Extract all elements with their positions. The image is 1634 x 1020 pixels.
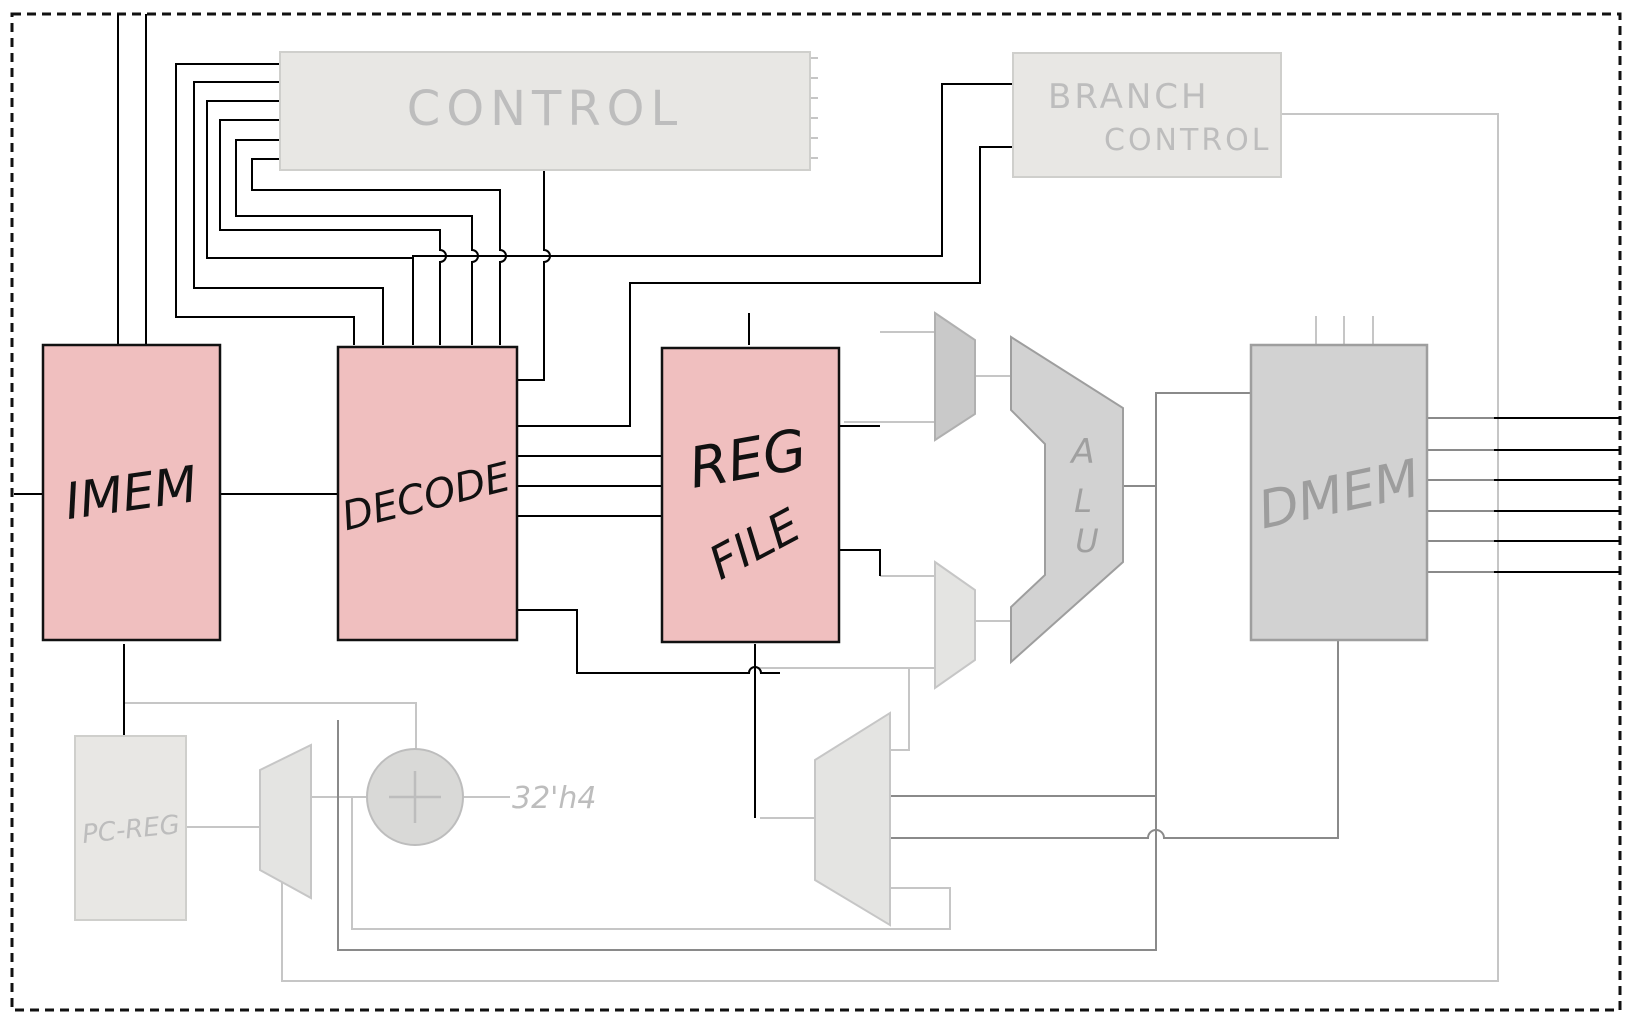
decode-block: DECODE (336, 345, 519, 642)
dmem-wires (337, 392, 1494, 951)
branch-control-block: BRANCH CONTROL (1012, 52, 1282, 178)
pc-select-mux (259, 743, 312, 900)
pc-increment-constant: 32'h4 (512, 781, 597, 816)
branch-control-label-line1: BRANCH (1048, 77, 1210, 117)
alu-block: A L U (1010, 335, 1124, 665)
operand-a-mux (934, 311, 976, 442)
control-label: CONTROL (407, 81, 683, 137)
pc-adder (366, 748, 464, 846)
alu-label-u: U (1075, 522, 1098, 560)
pc-reg-block: PC-REG (74, 735, 187, 921)
writeback-mux (814, 711, 891, 927)
alu-label-l: L (1074, 482, 1092, 520)
operand-b-mux (934, 560, 976, 690)
dmem-block: DMEM (1249, 343, 1429, 642)
regfile-block: REG FILE (660, 346, 841, 644)
branch-control-label-line2: CONTROL (1104, 123, 1272, 158)
control-block: CONTROL (279, 51, 811, 171)
imem-block: IMEM (41, 343, 222, 642)
alu-label-a: A (1069, 432, 1094, 472)
active-wires (14, 14, 1620, 818)
